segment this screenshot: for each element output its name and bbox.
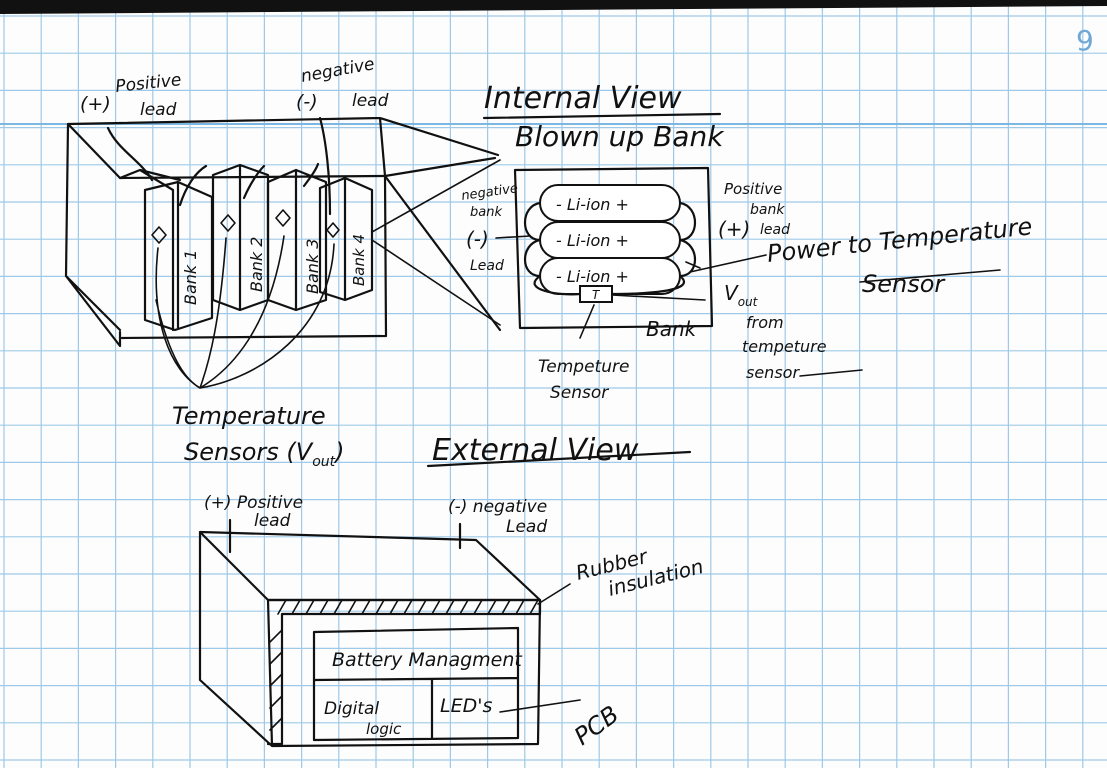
bank-3-label: Bank 3 (303, 239, 322, 294)
battery-pack-internal-sketch: Bank 1 Bank 2 Bank 3 Bank 4 (66, 118, 500, 388)
pos-bank-lead-sign: (+) (718, 217, 750, 241)
pos-bank-lead-l1: Positive (724, 180, 782, 198)
neg-bank-lead-l2: bank (470, 205, 502, 220)
ext-negative-lead-l2: Lead (506, 517, 547, 537)
outer-box (66, 118, 500, 346)
vout-l2: tempeture (742, 337, 827, 356)
li-ion-cell-2-label: - Li-ion + (556, 231, 629, 250)
li-ion-cell-1-label: - Li-ion + (556, 195, 629, 214)
leds-label: LED's (440, 695, 492, 717)
bank-1-block (145, 182, 212, 330)
external-view-title: External View (432, 433, 639, 468)
tempeture-sensor-l1: Tempeture (538, 357, 629, 377)
pos-bank-lead-l3: lead (760, 222, 790, 238)
neg-bank-lead-l1: negative (460, 181, 518, 204)
ext-positive-lead-l2: lead (254, 511, 291, 531)
power-to-sensor-l2: Sensor (862, 270, 946, 298)
neg-bank-lead-l3: Lead (470, 258, 504, 274)
temp-sensors-label-line2: Sensors (Vout) (184, 438, 345, 470)
temp-sensors-label-line1: Temperature (172, 402, 326, 430)
digital-logic-l2: logic (366, 720, 402, 738)
bank-4-label: Bank 4 (350, 234, 368, 286)
negative-lead-text2: lead (352, 91, 389, 111)
vout-label: Vout (724, 281, 759, 309)
li-ion-cell-3-label: - Li-ion + (556, 267, 629, 286)
negative-lead-sign: (-) (296, 91, 318, 113)
vout-l1: from (746, 313, 784, 332)
blown-up-bank-sketch: T (515, 168, 712, 338)
vout-l3: sensor (746, 363, 800, 382)
neg-bank-lead-sign: (-) (466, 227, 489, 251)
tempeture-sensor-l2: Sensor (550, 383, 609, 403)
positive-lead-sign: (+) (80, 93, 111, 115)
positive-lead-text2: lead (140, 100, 177, 120)
page-top-edge (0, 0, 1107, 14)
ext-negative-lead-l1: (-) negative (448, 497, 547, 517)
digital-logic-l1: Digital (324, 699, 379, 719)
negative-lead-text1: negative (299, 54, 376, 87)
power-to-sensor-l1: Power to Temperature (766, 212, 1034, 268)
battery-management-label: Battery Managment (332, 649, 523, 671)
battery-pack-external-sketch (200, 520, 580, 746)
page-number: 9 (1076, 24, 1094, 57)
bank-1-label: Bank 1 (181, 250, 200, 305)
positive-lead-text1: Positive (114, 70, 182, 97)
pos-bank-lead-l2: bank (750, 202, 785, 218)
blown-up-bank-title: Blown up Bank (515, 120, 725, 153)
ext-positive-lead-l1: (+) Positive (204, 493, 303, 513)
bank-label: Bank (646, 317, 698, 341)
bank-2-label: Bank 2 (247, 237, 266, 292)
pcb-label: PCB (569, 700, 624, 751)
internal-view-title: Internal View (484, 81, 682, 116)
